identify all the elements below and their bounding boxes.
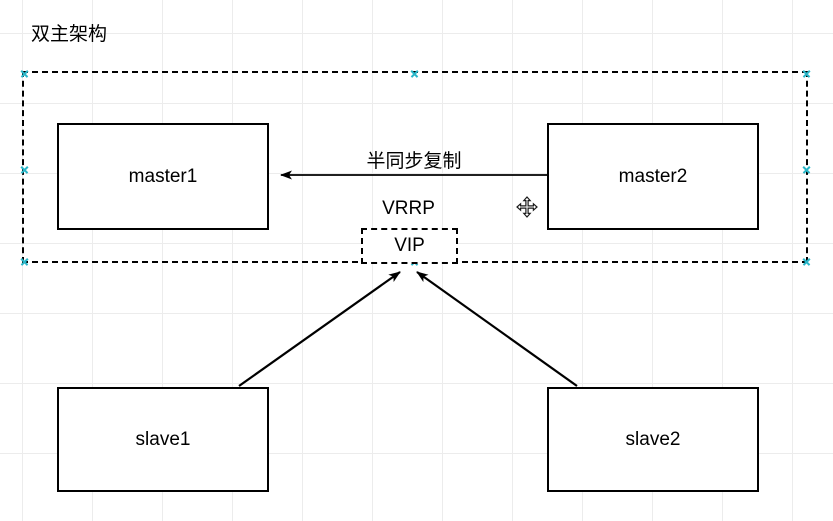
edge-slave1-to-vip[interactable] — [238, 271, 401, 387]
node-slave1[interactable]: slave1 — [57, 387, 269, 492]
edge-label-semi-sync-replication: 半同步复制 — [366, 151, 462, 172]
move-cursor-icon — [516, 196, 538, 218]
node-vip-label: VIP — [394, 235, 425, 256]
page-title: 双主架构 — [31, 24, 108, 45]
node-slave2-label: slave2 — [625, 428, 681, 450]
node-slave2[interactable]: slave2 — [547, 387, 759, 492]
node-master2-label: master2 — [618, 165, 688, 187]
node-slave1-label: slave1 — [135, 428, 191, 450]
node-master1-label: master1 — [128, 165, 198, 187]
node-master2[interactable]: master2 — [547, 123, 759, 230]
edge-slave2-to-vip[interactable] — [416, 271, 578, 387]
node-master1[interactable]: master1 — [57, 123, 269, 230]
edge-label-vrrp: VRRP — [382, 198, 435, 219]
node-vip[interactable]: VIP — [361, 228, 458, 264]
